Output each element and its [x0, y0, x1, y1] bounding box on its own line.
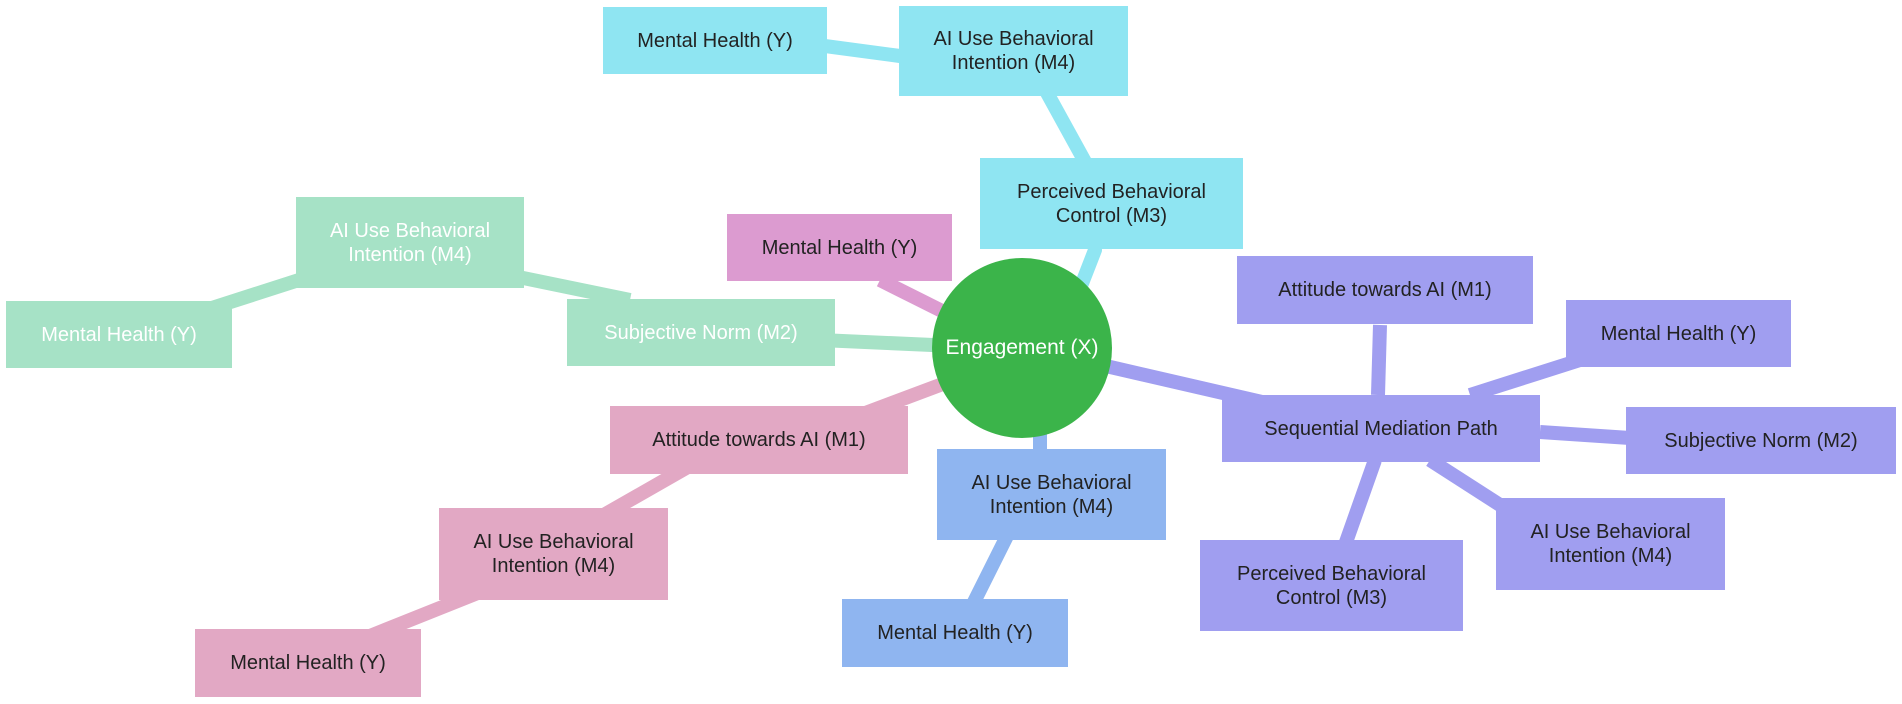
magenta-mental-health[interactable]: Mental Health (Y)	[727, 214, 952, 281]
green-subjective-norm[interactable]: Subjective Norm (M2)	[567, 299, 835, 366]
purple-sequential-mediation-path[interactable]: Sequential Mediation Path	[1222, 395, 1540, 462]
cyan-mental-health[interactable]: Mental Health (Y)	[603, 7, 827, 74]
link-purple-attitude	[1371, 324, 1387, 396]
link-purple-norm	[1539, 425, 1631, 445]
link-purple-pbc	[1338, 457, 1382, 548]
purple-subjective-norm[interactable]: Subjective Norm (M2)	[1626, 407, 1896, 474]
blue-mental-health[interactable]: Mental Health (Y)	[842, 599, 1068, 667]
purple-attitude-towards-ai[interactable]: Attitude towards AI (M1)	[1237, 256, 1533, 324]
purple-ai-use-intention[interactable]: AI Use Behavioral Intention (M4)	[1496, 498, 1725, 590]
pink-ai-use-intention[interactable]: AI Use Behavioral Intention (M4)	[439, 508, 668, 600]
green-mental-health[interactable]: Mental Health (Y)	[6, 301, 232, 368]
cyan-perceived-behavioral-control[interactable]: Perceived Behavioral Control (M3)	[980, 158, 1243, 249]
purple-perceived-behavioral-control[interactable]: Perceived Behavioral Control (M3)	[1200, 540, 1463, 631]
purple-mental-health[interactable]: Mental Health (Y)	[1566, 300, 1791, 367]
center-node-engagement[interactable]: Engagement (X)	[932, 258, 1112, 438]
blue-ai-use-intention[interactable]: AI Use Behavioral Intention (M4)	[937, 449, 1166, 540]
link-purple-health	[1467, 353, 1583, 402]
link-blue-intention-health	[963, 526, 1017, 614]
cyan-ai-use-intention[interactable]: AI Use Behavioral Intention (M4)	[899, 6, 1128, 96]
pink-mental-health[interactable]: Mental Health (Y)	[195, 629, 421, 697]
link-purple-intention	[1426, 454, 1504, 511]
green-ai-use-intention[interactable]: AI Use Behavioral Intention (M4)	[296, 197, 524, 288]
pink-attitude-towards-ai[interactable]: Attitude towards AI (M1)	[610, 406, 908, 474]
